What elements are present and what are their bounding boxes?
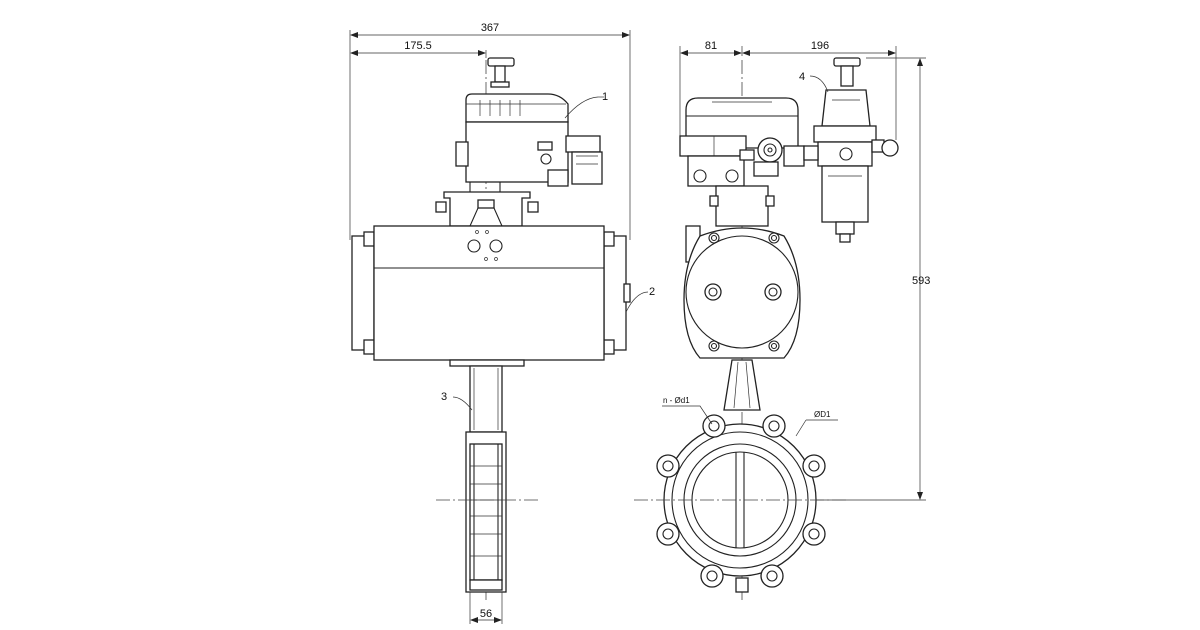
front-view: 367 175.5	[349, 22, 655, 624]
side-neck	[723, 359, 761, 411]
bolt-circle-label: ØD1	[814, 410, 831, 419]
side-actuator-face	[683, 225, 801, 359]
side-positioner	[679, 97, 805, 187]
callout-3: 3	[441, 391, 473, 411]
dim-body-width-label: 56	[480, 608, 492, 620]
callout-2: 2	[625, 286, 655, 313]
callout-2-label: 2	[649, 286, 655, 298]
dim-overall-width: 367	[349, 22, 631, 240]
side-valve-body	[634, 414, 846, 593]
dim-height-label: 593	[912, 275, 930, 287]
pneumatic-actuator	[351, 225, 631, 367]
dim-side-widths: 81 196	[679, 40, 897, 140]
bolt-hole-label: n - Ød1	[663, 396, 690, 405]
lug-ring	[656, 414, 826, 588]
dim-half-width-label: 175.5	[404, 40, 432, 52]
side-view: 81 196 593	[634, 40, 930, 600]
callout-1: 1	[564, 91, 608, 119]
positioner-handle	[487, 57, 515, 88]
valve-body-side	[436, 431, 540, 593]
dim-half-width: 175.5	[350, 40, 487, 58]
mounting-bracket	[435, 182, 539, 227]
callout-1-label: 1	[602, 91, 608, 103]
bolt-circle-note: ØD1	[795, 410, 838, 437]
valve-neck	[469, 365, 503, 433]
bolt-hole-note: n - Ød1	[662, 396, 713, 425]
dim-side-right-label: 196	[811, 40, 829, 52]
callout-4-label: 4	[799, 71, 805, 83]
side-bracket	[709, 185, 775, 227]
callout-3-label: 3	[441, 391, 447, 403]
callout-4: 4	[799, 71, 829, 93]
dim-body-width: 56	[469, 592, 503, 624]
filter-regulator	[803, 57, 899, 243]
dim-side-left-label: 81	[705, 40, 717, 52]
positioner-box	[455, 93, 603, 187]
dim-overall-width-label: 367	[481, 22, 499, 34]
